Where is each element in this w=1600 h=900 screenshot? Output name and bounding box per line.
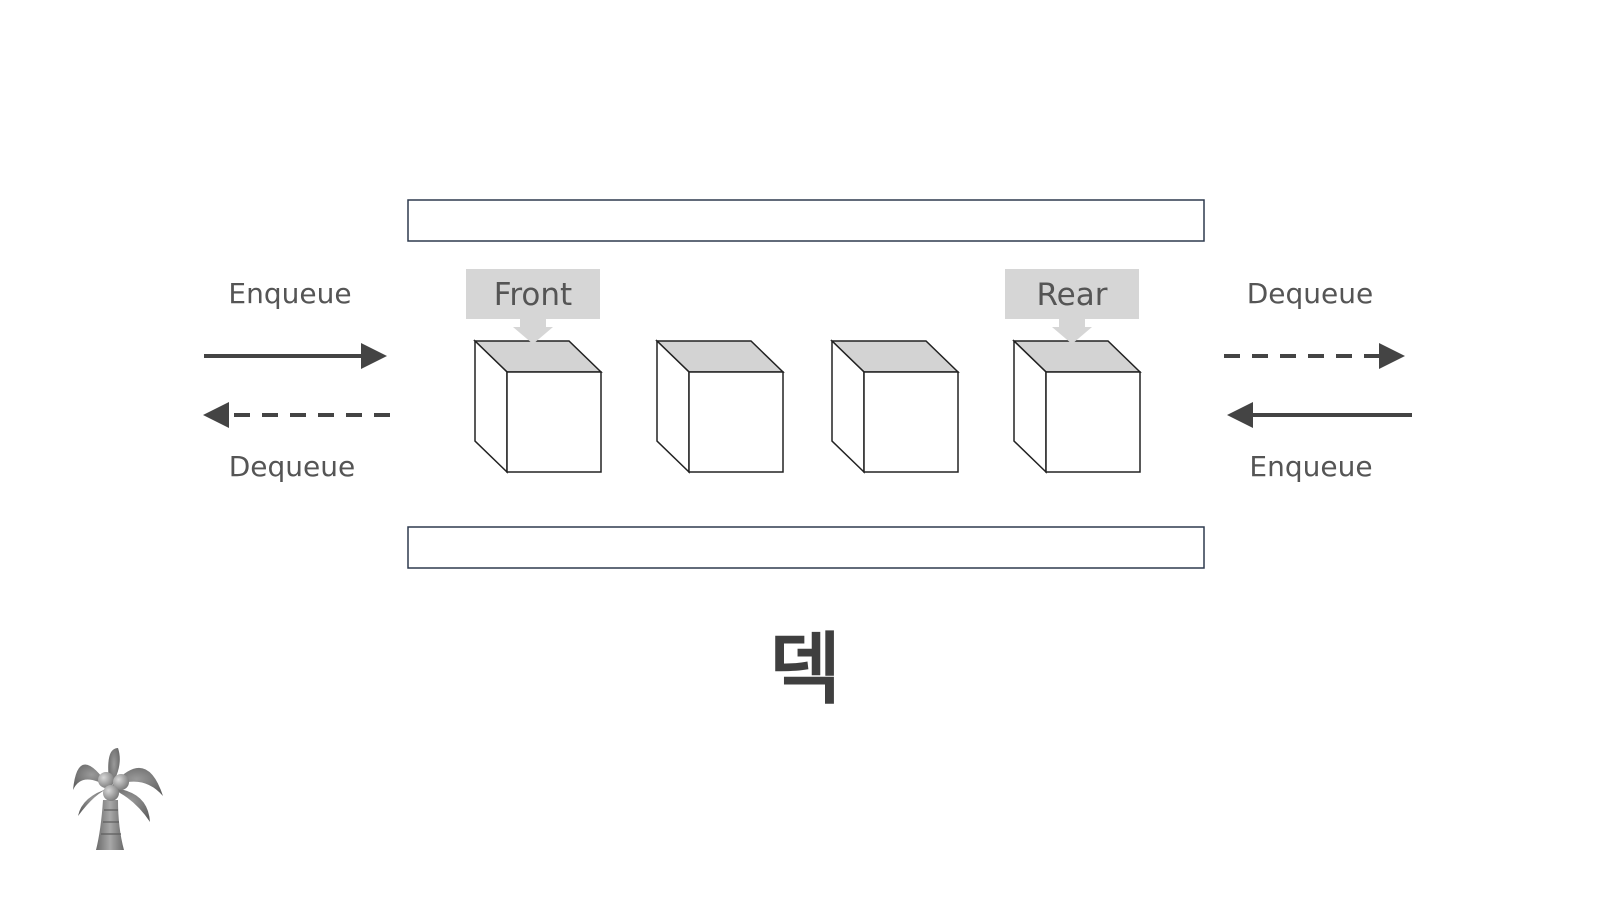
deque-element-1 <box>473 339 603 474</box>
left-enqueue-label: Enqueue <box>228 277 351 310</box>
deque-element-4 <box>1012 339 1142 474</box>
palm-tree-icon <box>73 748 163 850</box>
right-dequeue-label: Dequeue <box>1247 277 1374 310</box>
deque-element-2 <box>655 339 785 474</box>
bottom-rail <box>407 526 1205 569</box>
right-enqueue-label: Enqueue <box>1249 450 1372 483</box>
front-pointer-label: Front <box>494 277 572 313</box>
top-rail <box>407 199 1205 242</box>
left-dequeue-label: Dequeue <box>229 450 356 483</box>
diagram-title: 덱 <box>769 625 841 715</box>
front-pointer: Front <box>466 269 600 344</box>
rear-pointer: Rear <box>1005 269 1139 344</box>
rear-pointer-label: Rear <box>1037 277 1108 313</box>
deque-element-3 <box>830 339 960 474</box>
